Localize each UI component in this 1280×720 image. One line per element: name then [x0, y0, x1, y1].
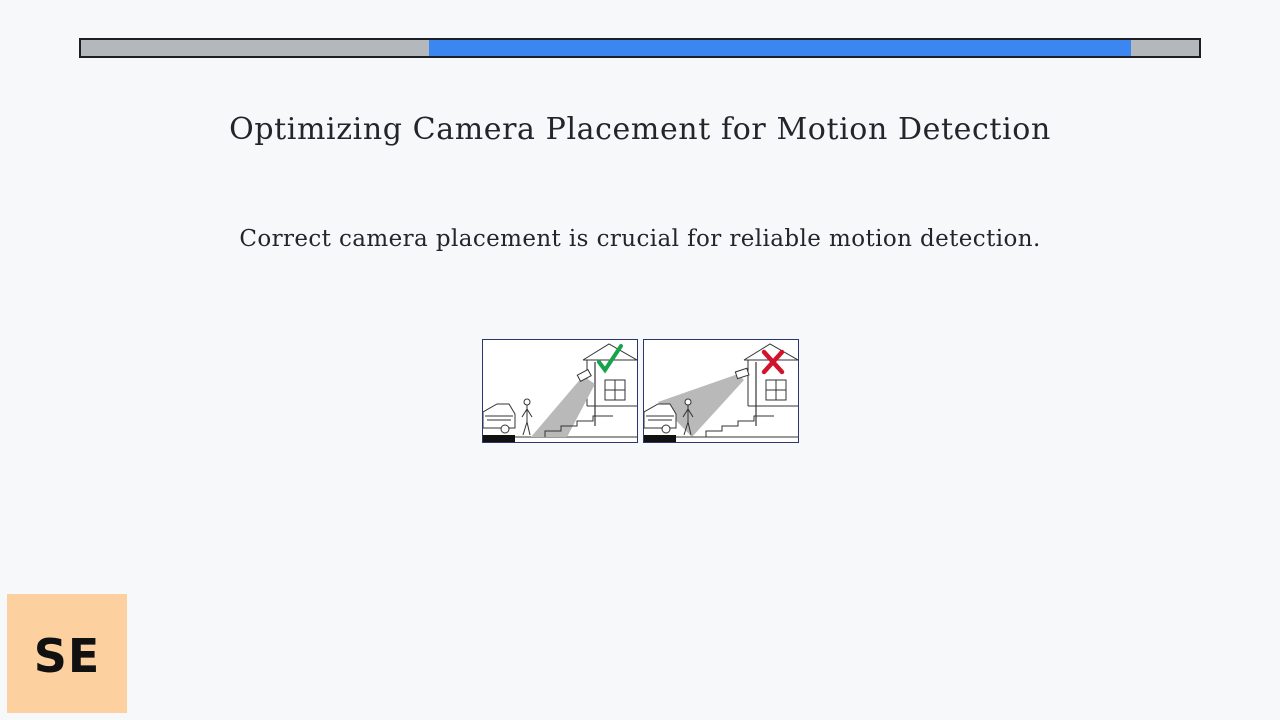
camera-placement-illustration: [482, 339, 800, 443]
incorrect-placement-drawing: [644, 343, 798, 442]
brand-logo: SE: [7, 594, 127, 713]
car-icon: [483, 403, 516, 434]
camera-icon: [576, 368, 592, 383]
check-icon: [597, 344, 623, 374]
slide-title: Optimizing Camera Placement for Motion D…: [229, 112, 1051, 147]
progress-bar: [79, 38, 1201, 58]
correct-placement-drawing: [483, 343, 637, 442]
cross-icon: [761, 349, 785, 375]
camera-icon: [734, 367, 750, 380]
incorrect-placement-panel: [643, 339, 799, 443]
person-icon: [521, 398, 533, 436]
slide-subtitle: Correct camera placement is crucial for …: [239, 226, 1041, 252]
progress-bar-fill: [428, 40, 1131, 56]
person-icon: [682, 398, 694, 436]
road-strip: [644, 435, 676, 442]
car-icon: [644, 403, 677, 434]
logo-text: SE: [33, 628, 101, 683]
camera-coverage-area: [531, 376, 595, 437]
camera-coverage-area: [658, 374, 744, 437]
correct-placement-panel: [482, 339, 638, 443]
road-strip: [483, 435, 515, 442]
